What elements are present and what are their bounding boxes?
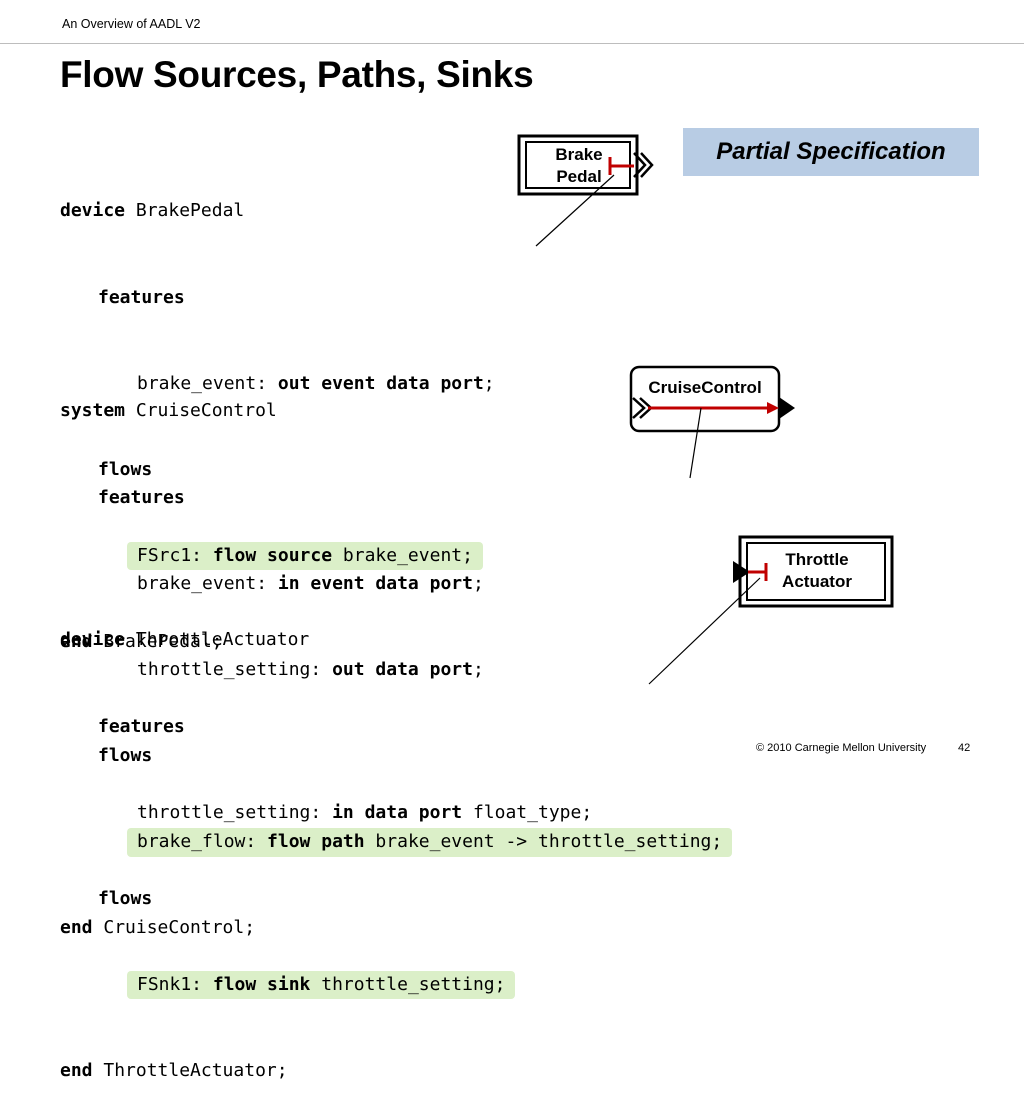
code-text: ; bbox=[472, 572, 484, 594]
keyword: system bbox=[60, 400, 126, 422]
code-text: brake_event; bbox=[332, 544, 473, 566]
throttle-actuator-label: Throttle Actuator bbox=[748, 549, 886, 593]
keyword: in data port bbox=[332, 801, 463, 823]
throttle-actuator-label-line2: Actuator bbox=[782, 572, 852, 591]
keyword: features bbox=[98, 715, 185, 737]
flow-path-arrowhead bbox=[767, 402, 779, 414]
code-text: FSrc1: bbox=[137, 544, 213, 566]
code-text: throttle_setting; bbox=[310, 973, 506, 995]
slide-title: Flow Sources, Paths, Sinks bbox=[60, 54, 534, 95]
cruise-control-label: CruiseControl bbox=[648, 378, 762, 397]
brake-event-port-icon-2 bbox=[640, 152, 654, 178]
keyword: features bbox=[98, 286, 185, 308]
identifier: BrakePedal bbox=[125, 200, 245, 222]
keyword: features bbox=[98, 486, 185, 508]
keyword: out event data port bbox=[277, 372, 484, 394]
header-divider bbox=[0, 43, 1024, 44]
code-text: FSnk1: bbox=[137, 973, 213, 995]
code-text: ; bbox=[472, 658, 484, 680]
brake-pedal-label-line1: Brake bbox=[555, 145, 603, 164]
keyword: end bbox=[60, 1059, 93, 1081]
page-number: 42 bbox=[958, 742, 971, 754]
code-block-brakepedal: device BrakePedal features brake_event: … bbox=[60, 140, 495, 685]
slide-header: An Overview of AADL V2 bbox=[62, 17, 201, 31]
keyword: in event data port bbox=[277, 572, 473, 594]
footer-copyright: © 2010 Carnegie Mellon University bbox=[756, 742, 927, 754]
keyword: flows bbox=[98, 458, 153, 480]
throttle-actuator-label-line1: Throttle bbox=[785, 550, 849, 569]
keyword: device bbox=[60, 200, 126, 222]
code-text: throttle_setting: bbox=[137, 658, 333, 680]
flow-sink-highlight: FSnk1: flow sink throttle_setting; bbox=[127, 970, 516, 1000]
brake-event-port-icon bbox=[633, 152, 647, 178]
code-text: float_type; bbox=[462, 801, 593, 823]
partial-spec-callout: Partial Specification bbox=[683, 128, 979, 176]
keyword: flow sink bbox=[212, 973, 311, 995]
code-text: ; bbox=[483, 372, 495, 394]
identifier: BrakePedal; bbox=[92, 630, 223, 652]
keyword: flow source bbox=[212, 544, 333, 566]
keyword: out data port bbox=[332, 658, 473, 680]
brake-pedal-label-line2: Pedal bbox=[556, 167, 602, 186]
brake-pedal-label: Brake Pedal bbox=[527, 144, 631, 188]
cruise-out-port-icon bbox=[779, 397, 795, 419]
code-block-throttleactuator: device ThrottleActuator features throttl… bbox=[60, 569, 592, 1114]
keyword: device bbox=[60, 629, 126, 651]
code-text: throttle_setting: bbox=[137, 801, 333, 823]
flow-source-highlight: FSrc1: flow source brake_event; bbox=[127, 541, 483, 571]
code-text: brake_event: bbox=[137, 572, 278, 594]
keyword: end bbox=[60, 630, 93, 652]
identifier: CruiseControl bbox=[125, 400, 277, 422]
keyword: flows bbox=[98, 887, 153, 909]
code-text: brake_event: bbox=[137, 372, 278, 394]
identifier: ThrottleActuator; bbox=[92, 1059, 288, 1081]
keyword: flows bbox=[98, 744, 153, 766]
identifier: ThrottleActuator bbox=[125, 629, 310, 651]
